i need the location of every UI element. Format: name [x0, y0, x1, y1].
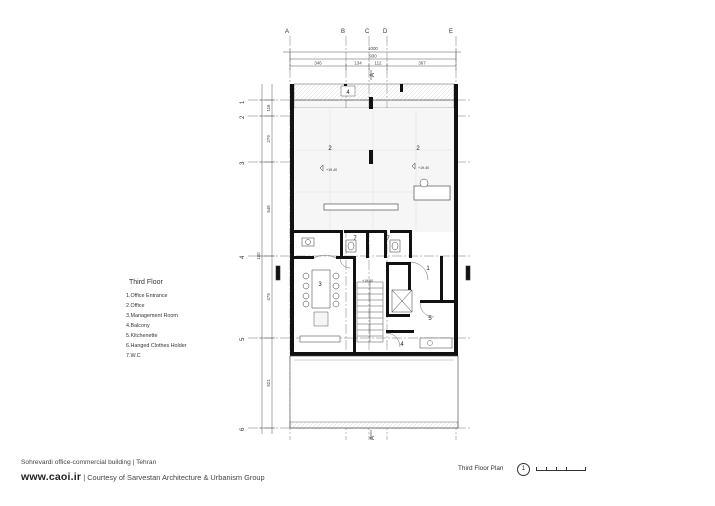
room-balcony-bottom: 4: [400, 342, 404, 348]
legend-item-balcony: 4.Balcony: [126, 323, 150, 329]
room-office-left: 2: [328, 146, 332, 152]
dimension-left-labels: 118 279 548 180 479 521: [256, 104, 271, 387]
room-balcony-top: 4: [346, 90, 350, 96]
room-office-right: 2: [416, 146, 420, 152]
site-link[interactable]: www.caoi.ir: [21, 471, 82, 483]
dim-left-1: 118: [266, 104, 271, 112]
dimension-left: [259, 84, 275, 434]
management-planter: [313, 311, 329, 327]
bottom-balcony: [289, 355, 459, 429]
level-2: +19.40: [418, 166, 429, 170]
axis-label-1: 1: [240, 100, 246, 104]
door-swings: [313, 254, 435, 348]
top-balcony-rail: [293, 99, 455, 109]
dim-left-2: 279: [266, 135, 271, 143]
dimension-top: [283, 49, 461, 70]
room-wc-1: 7: [353, 236, 357, 242]
legend-item-office: 2.Office: [126, 303, 145, 309]
project-caption: Sohrevardi office-commercial building | …: [21, 459, 157, 466]
legend-item-kitchenette: 5.Kitchenette: [126, 333, 158, 339]
dim-total: 1000: [368, 46, 378, 51]
axis-label-6: 6: [240, 427, 246, 431]
kitchen-sink: [427, 340, 433, 346]
axis-label-3: 3: [240, 161, 246, 165]
exterior-walls: [290, 84, 458, 356]
top-balcony: [293, 83, 455, 101]
axis-label-4: 4: [240, 255, 246, 259]
legend-item-management-room: 3.Management Room: [126, 313, 178, 319]
office-area: [294, 108, 454, 232]
dim-seg-2: 134: [354, 61, 362, 66]
reception-desk: [413, 185, 451, 201]
scale-bar: [536, 467, 586, 471]
dim-inner: 930: [369, 54, 377, 59]
legend-item-clothes-holder: 6.Hanged Clothes Holder: [126, 343, 187, 349]
meeting-table: [302, 269, 340, 309]
courtesy-text: | Courtesy of Sarvestan Architecture & U…: [81, 473, 265, 482]
section-label-bottom: A: [370, 436, 376, 440]
level-marks: +19.40 +19.40 +19.40: [326, 166, 429, 283]
room-wc-2: 7: [386, 236, 390, 242]
axis-labels-top: A B C D E: [285, 29, 453, 35]
section-marks: [275, 70, 471, 440]
axis-label-d: D: [383, 29, 388, 35]
interior-walls: [294, 230, 454, 352]
room-numbers: 4 2 2 7 7 1 3 5 4: [318, 85, 432, 348]
wc-fixtures: [301, 237, 401, 253]
dimension-top-labels: 1000 930 346 134 112 367: [314, 46, 426, 66]
reception-chair: [419, 178, 429, 188]
level-3: +19.40: [362, 279, 373, 283]
dim-seg-3: 112: [375, 61, 383, 66]
axis-label-e: E: [449, 29, 453, 35]
legend-item-office-entrance: 1.Office Entrance: [126, 293, 168, 299]
office-partition: [323, 203, 399, 211]
axis-label-a: A: [285, 29, 289, 35]
room-kitchenette: 5: [428, 316, 432, 322]
room-management: 3: [318, 282, 322, 288]
legend-title: Third Floor: [129, 279, 163, 286]
axis-label-c: C: [365, 29, 370, 35]
management-cabinet: [299, 335, 341, 343]
plan-title: Third Floor Plan: [458, 465, 504, 472]
bottom-balcony-edge: [289, 421, 459, 429]
stairs: [356, 281, 384, 343]
dim-left-4: 180: [256, 252, 261, 260]
legend-item-wc: 7.W.C: [126, 353, 141, 359]
dim-seg-4: 367: [418, 61, 426, 66]
level-icons: [319, 162, 416, 172]
room-entrance: 1: [426, 266, 430, 272]
dim-left-6: 521: [266, 379, 271, 387]
sheet-number-badge: 1: [517, 463, 530, 476]
dim-left-3: 548: [266, 205, 271, 213]
room-legend: Third Floor 1.Office Entrance 2.Office 3…: [126, 278, 187, 361]
section-label-top: A: [370, 73, 376, 77]
kitchenette-counter: [419, 337, 453, 349]
axis-labels-left: 1 2 3 4 5 6: [240, 100, 246, 431]
dim-seg-1: 346: [314, 61, 322, 66]
dim-left-5: 479: [266, 293, 271, 301]
level-1: +19.40: [326, 168, 337, 172]
credit-line: www.caoi.ir | Courtesy of Sarvestan Arch…: [21, 471, 265, 483]
axis-label-b: B: [341, 29, 345, 35]
axis-label-2: 2: [240, 115, 246, 119]
axis-label-5: 5: [240, 337, 246, 341]
elevator: [391, 289, 413, 313]
